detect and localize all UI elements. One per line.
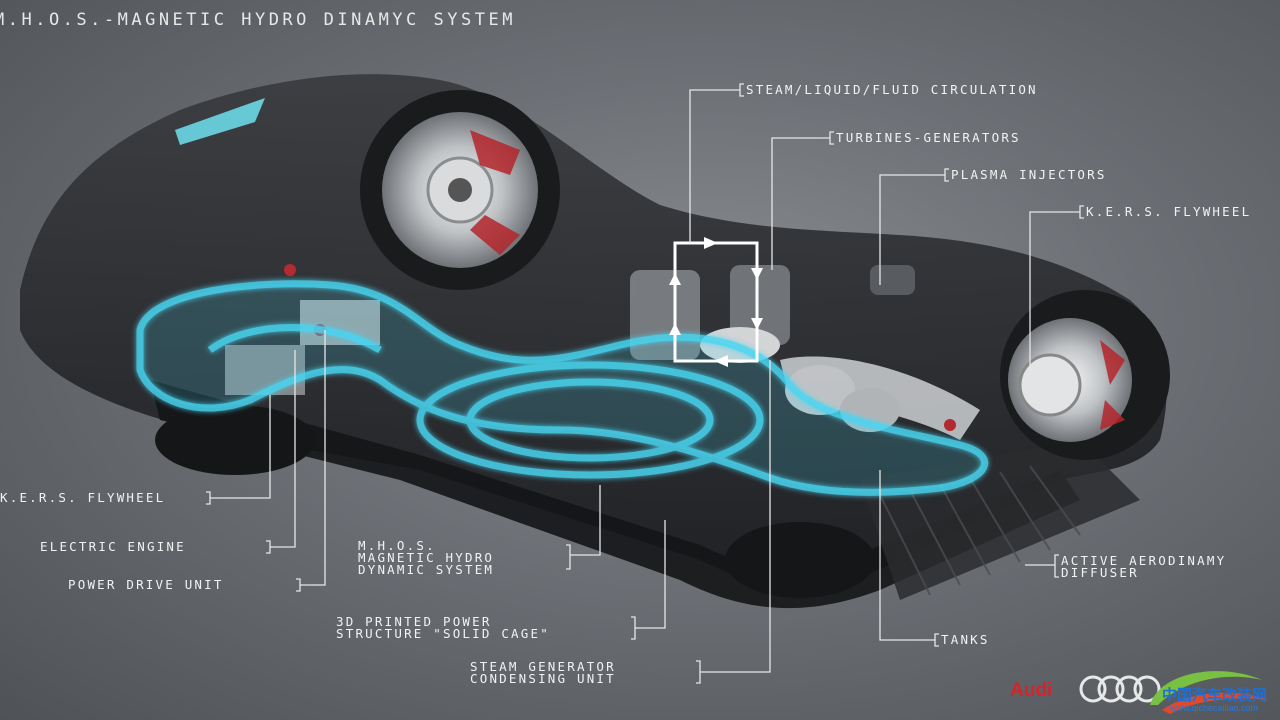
label-kers-flywheel-front: K.E.R.S. FLYWHEEL xyxy=(0,490,166,505)
label-steam-circulation: STEAM/LIQUID/FLUID CIRCULATION xyxy=(746,82,1038,97)
label-tanks: TANKS xyxy=(941,632,990,647)
front-wheel xyxy=(360,90,560,290)
watermark-site-name: 中国汽车改装网 xyxy=(1162,686,1268,704)
label-turbines-generators: TURBINES-GENERATORS xyxy=(836,130,1021,145)
label-power-drive-unit: POWER DRIVE UNIT xyxy=(68,577,224,592)
leader-lines xyxy=(210,89,1080,673)
headlight-strip xyxy=(175,98,265,145)
audi-rings-icon xyxy=(1079,675,1161,703)
label-plasma-injectors: PLASMA INJECTORS xyxy=(951,167,1107,182)
circulation-arrows xyxy=(669,237,763,367)
mhos-loop-fill xyxy=(140,283,985,493)
watermark-logo-icon xyxy=(1150,671,1268,714)
watermark-url: www.qichecailiao.com xyxy=(1170,703,1259,713)
label-electric-engine: ELECTRIC ENGINE xyxy=(40,539,186,554)
car-body xyxy=(20,74,1167,587)
front-tire-bottom xyxy=(155,405,315,475)
rear-tire-bottom xyxy=(725,522,875,598)
audi-brand-text: Audi xyxy=(1010,680,1053,701)
label-mhos-system: M.H.O.S. MAGNETIC HYDRO DYNAMIC SYSTEM xyxy=(358,538,495,577)
diagram-title: M.H.O.S.-MAGNETIC HYDRO DINAMYC SYSTEM xyxy=(0,10,516,30)
mhos-loop xyxy=(136,280,988,496)
label-active-diffuser: ACTIVE AERODINAMY DIFFUSER xyxy=(1061,553,1227,580)
label-steam-generator: STEAM GENERATOR CONDENSING UNIT xyxy=(470,659,616,686)
diffuser-fins xyxy=(860,440,1140,600)
rear-wheel xyxy=(1000,290,1170,460)
label-kers-flywheel-rear: K.E.R.S. FLYWHEEL xyxy=(1086,204,1252,219)
label-printed-structure: 3D PRINTED POWER STRUCTURE "SOLID CAGE" xyxy=(336,614,550,641)
